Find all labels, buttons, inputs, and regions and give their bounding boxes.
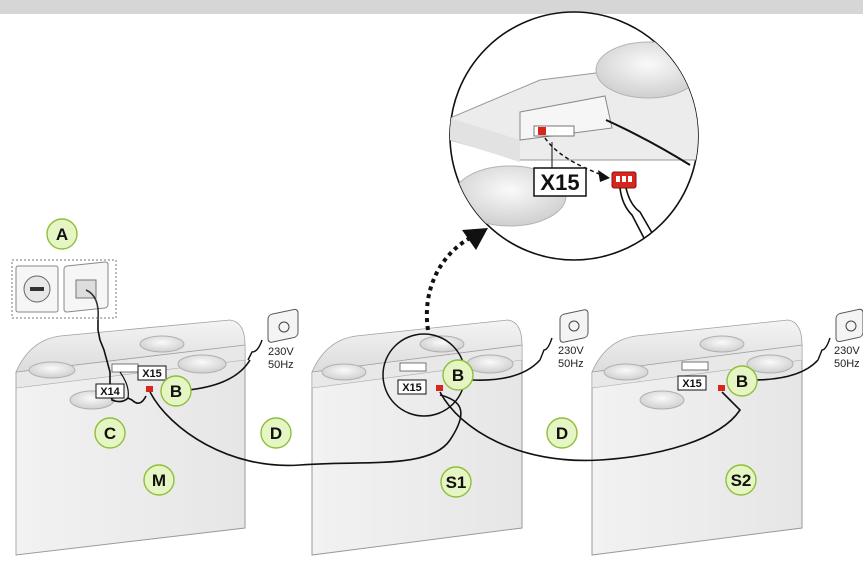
label-m: M (143, 464, 175, 496)
x15-label-s2: X15 (682, 378, 702, 390)
voltage-s1: 230V (558, 345, 584, 357)
svg-text:S2: S2 (731, 471, 752, 490)
control-board-s1 (399, 362, 427, 372)
frequency-s1: 50Hz (558, 358, 584, 370)
zoom-detail: X15 (449, 11, 699, 261)
cable-c (109, 384, 147, 404)
svg-text:A: A (56, 225, 68, 244)
svg-text:B: B (170, 382, 182, 401)
label-b-s1: B (442, 359, 474, 391)
label-c: C (94, 417, 126, 449)
svg-text:C: C (104, 424, 116, 443)
frequency-s2: 50Hz (834, 358, 860, 370)
cables (97, 320, 819, 467)
x15-callout-label: X15 (540, 170, 579, 195)
unit-s2 (591, 319, 803, 556)
top-bar (0, 0, 863, 14)
unit-m (15, 319, 246, 556)
connector-labels: X15 X14 X15 X15 (95, 365, 707, 399)
svg-text:D: D (270, 424, 282, 443)
x15-label-m: X15 (142, 368, 162, 380)
svg-text:S1: S1 (446, 473, 467, 492)
socket-s1 (539, 309, 589, 361)
control-board-m (111, 363, 139, 373)
label-a: A (46, 218, 78, 250)
x15-plug-icon (611, 171, 656, 241)
x15-connector-s1 (436, 385, 443, 391)
voltage-s2: 230V (834, 345, 860, 357)
circle-labels: A B C D M B S1 D (46, 218, 758, 498)
voltage-labels: 230V 50Hz 230V 50Hz 230V 50Hz (268, 345, 860, 371)
label-d-2: D (546, 417, 578, 449)
control-board-s2 (681, 361, 709, 371)
zoom-arrow (424, 228, 488, 331)
x15-connector-m (146, 386, 153, 392)
svg-text:D: D (556, 424, 568, 443)
x15-label-s1: X15 (402, 382, 422, 394)
switch-a (11, 259, 117, 321)
svg-text:B: B (452, 366, 464, 385)
socket-s2 (817, 308, 863, 361)
frequency-m: 50Hz (268, 359, 294, 371)
unit-s1 (311, 319, 523, 556)
label-s1: S1 (440, 466, 472, 498)
svg-text:B: B (736, 372, 748, 391)
svg-text:M: M (152, 471, 166, 490)
x15-connector-s2 (718, 385, 725, 391)
label-s2: S2 (725, 464, 757, 496)
socket-m (247, 308, 299, 361)
label-b-m: B (160, 375, 192, 407)
label-b-s2: B (726, 365, 758, 397)
label-d-1: D (260, 417, 292, 449)
voltage-m: 230V (268, 346, 294, 358)
x15-callout-box (533, 167, 587, 197)
x14-label-m: X14 (100, 386, 120, 398)
